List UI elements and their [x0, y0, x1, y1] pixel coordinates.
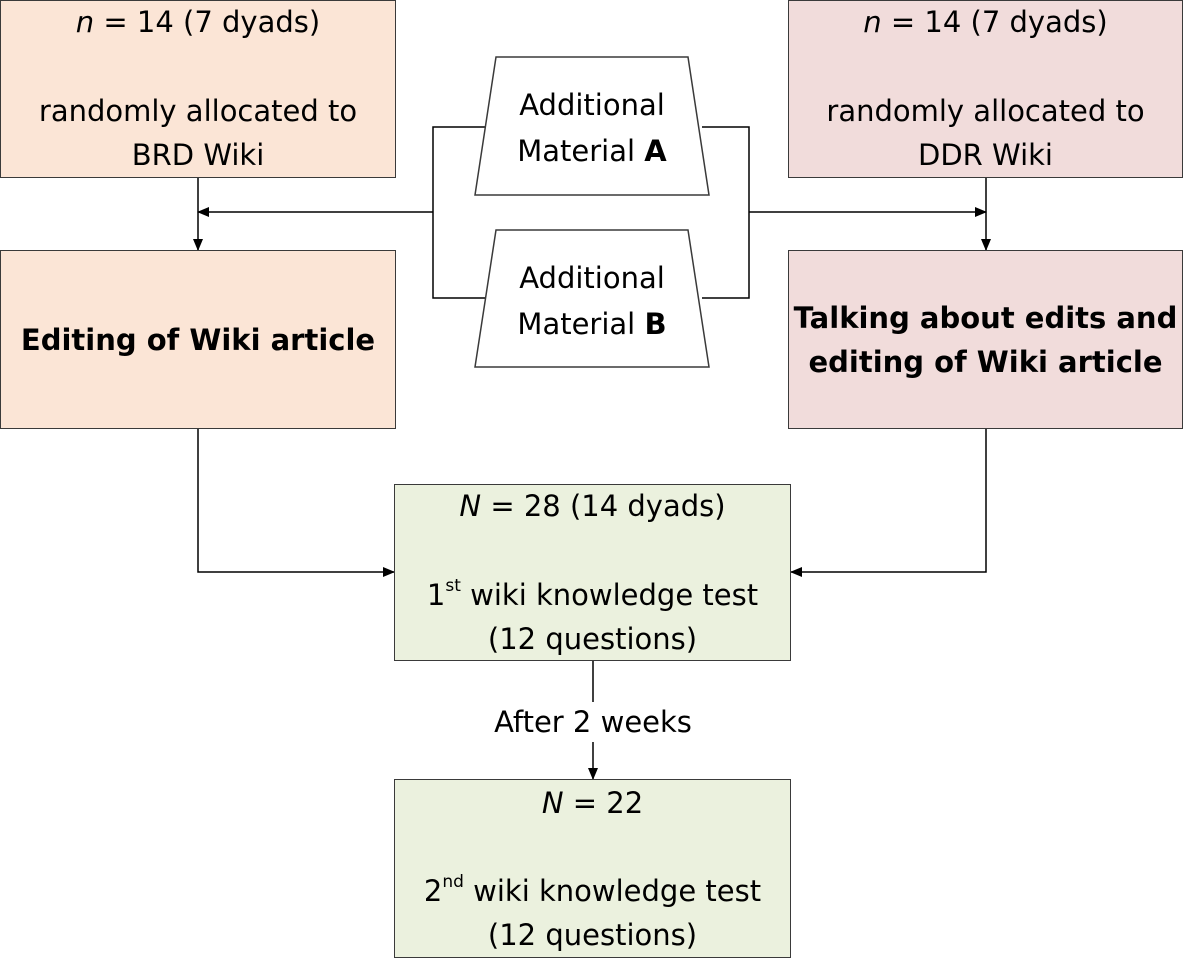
material-a-label: Additional Material A [517, 88, 667, 168]
materials-bracket-right [702, 126, 750, 299]
first-test-box: N = 28 (14 dyads) 1st wiki knowledge tes… [394, 484, 791, 661]
second-test-n: N = 22 [541, 786, 644, 820]
material-b-label: Additional Material B [517, 261, 667, 341]
ddr-group-box: n = 14 (7 dyads) randomly allocated to D… [788, 0, 1183, 178]
ddr-activity-line1: Talking about edits and [793, 301, 1178, 335]
second-test-questions: (12 questions) [487, 918, 698, 952]
brd-group-n: n = 14 (7 dyads) [75, 5, 321, 39]
ddr-activity-line2: editing of Wiki article [808, 345, 1163, 379]
ddr-activity-box: Talking about edits and editing of Wiki … [788, 250, 1183, 429]
first-test-questions: (12 questions) [487, 622, 698, 656]
brd-activity-box: Editing of Wiki article [0, 250, 396, 429]
brd-allocation-line: randomly allocated to [38, 94, 358, 128]
arrow-right-mid-to-test1 [790, 429, 987, 577]
second-test-title: 2nd wiki knowledge test [423, 872, 762, 909]
material-a-shape [474, 56, 710, 196]
delay-label: After 2 weeks [482, 702, 704, 742]
first-test-n: N = 28 (14 dyads) [459, 489, 726, 523]
first-test-title: 1st wiki knowledge test [426, 576, 759, 613]
arrow-left-mid-to-test1 [197, 429, 395, 577]
brd-group-box: n = 14 (7 dyads) randomly allocated to B… [0, 0, 396, 178]
ddr-allocation-line: randomly allocated to [826, 94, 1145, 128]
material-b-shape [474, 229, 710, 368]
ddr-wiki-label: DDR Wiki [918, 138, 1053, 172]
second-test-box: N = 22 2nd wiki knowledge test (12 quest… [394, 779, 791, 958]
brd-activity-label: Editing of Wiki article [20, 323, 376, 357]
brd-wiki-label: BRD Wiki [131, 138, 265, 172]
ddr-group-n: n = 14 (7 dyads) [863, 5, 1108, 39]
